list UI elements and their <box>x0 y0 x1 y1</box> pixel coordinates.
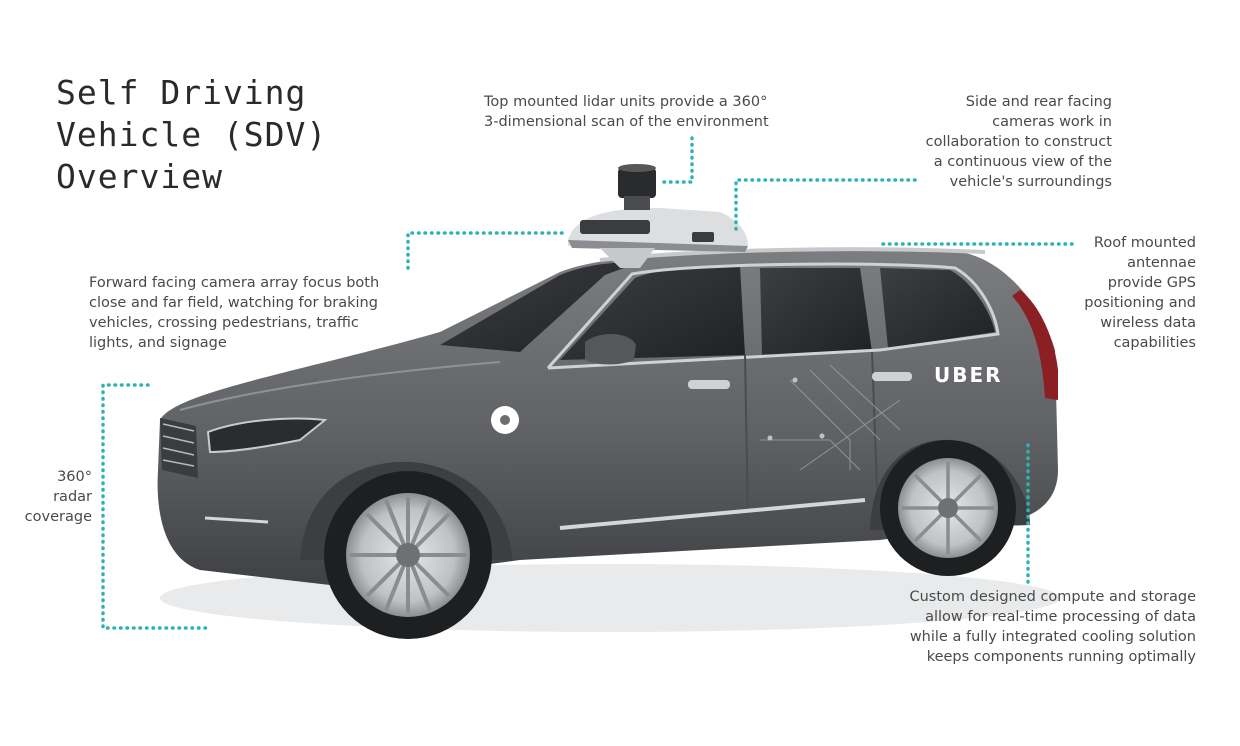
callout-forward-line: close and far field, watching for brakin… <box>89 295 378 311</box>
grille-highlight <box>162 423 195 467</box>
callout-radar-line: coverage <box>24 509 92 525</box>
callout-forward-line: lights, and signage <box>89 335 227 351</box>
callout-lidar: Top mounted lidar units provide a 360° 3… <box>484 92 769 132</box>
quarter-window <box>880 268 995 348</box>
tail-light <box>1012 290 1058 400</box>
front-door-handle <box>688 380 730 389</box>
leader-forward-camera <box>406 231 570 270</box>
front-bumper-trim <box>204 516 269 524</box>
callout-side-line: a continuous view of the <box>933 154 1112 170</box>
uber-badge-inner-icon <box>500 415 510 425</box>
callout-roof-line: provide GPS <box>1107 275 1196 291</box>
lidar-rack <box>568 208 748 268</box>
front-wheel <box>324 471 492 639</box>
circuit-graphic <box>760 364 901 471</box>
callout-side-line: cameras work in <box>992 114 1112 130</box>
callout-side-line: Side and rear facing <box>965 94 1112 110</box>
callout-roof-line: capabilities <box>1113 335 1196 351</box>
rear-door-handle <box>872 372 912 381</box>
headlight <box>206 417 328 454</box>
leader-side-cameras <box>734 178 917 234</box>
hood-line <box>179 361 501 411</box>
callout-roof-antennae: Roof mounted antennae provide GPS positi… <box>1084 233 1196 353</box>
side-mirror <box>585 334 636 365</box>
callout-lidar-line: 3-dimensional scan of the environment <box>484 114 769 130</box>
callout-compute-line: Custom designed compute and storage <box>909 589 1196 605</box>
callout-roof-line: Roof mounted <box>1093 235 1196 251</box>
callout-compute: Custom designed compute and storage allo… <box>909 587 1196 667</box>
callout-side-cameras: Side and rear facing cameras work in col… <box>926 92 1112 192</box>
lower-chrome-strip <box>559 498 866 530</box>
window-trim <box>546 262 1000 370</box>
title-line-3: Overview <box>56 157 223 196</box>
rear-side-window <box>760 268 872 355</box>
callout-radar: 360° radar coverage <box>20 467 92 527</box>
callout-roof-line: antennae <box>1127 255 1196 271</box>
windshield <box>440 262 640 352</box>
title-line-1: Self Driving <box>56 73 307 112</box>
callout-forward-line: Forward facing camera array focus both <box>89 275 380 291</box>
title-line-2: Vehicle (SDV) <box>56 115 328 154</box>
callout-side-line: vehicle's surroundings <box>949 174 1112 190</box>
callout-compute-line: while a fully integrated cooling solutio… <box>909 629 1196 645</box>
callout-compute-line: allow for real-time processing of data <box>925 609 1196 625</box>
leader-lidar <box>660 136 694 184</box>
callout-side-line: collaboration to construct <box>925 134 1112 150</box>
rear-wheel <box>880 440 1016 576</box>
grille <box>160 418 198 478</box>
callout-roof-line: wireless data <box>1100 315 1196 331</box>
diagram-title: Self Driving Vehicle (SDV) Overview <box>56 72 327 198</box>
leader-radar <box>101 383 210 630</box>
callout-radar-line: radar <box>53 489 92 505</box>
callout-roof-line: positioning and <box>1084 295 1196 311</box>
car-logo-text: UBER <box>934 363 1003 387</box>
callout-compute-line: keeps components running optimally <box>926 649 1196 665</box>
callout-radar-line: 360° <box>57 469 92 485</box>
callout-forward-camera: Forward facing camera array focus both c… <box>89 273 379 353</box>
callout-forward-line: vehicles, crossing pedestrians, traffic <box>89 315 359 331</box>
callout-lidar-line: Top mounted lidar units provide a 360° <box>484 94 768 110</box>
lidar-unit-icon <box>618 164 656 210</box>
